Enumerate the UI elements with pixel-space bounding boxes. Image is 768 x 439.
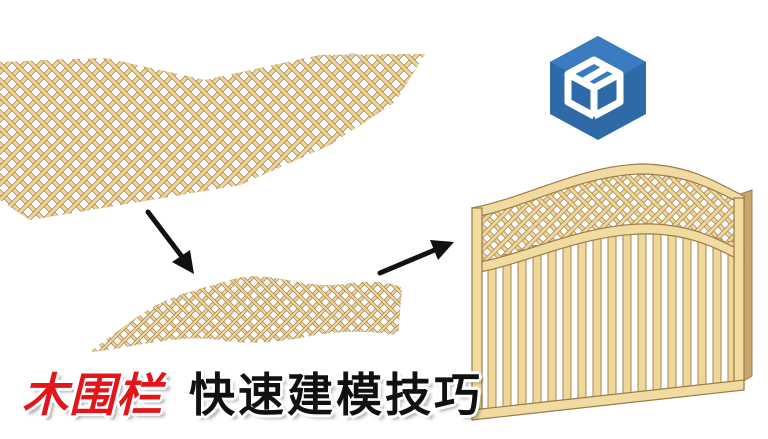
- caption-highlight: 木围栏: [22, 368, 163, 422]
- sketchup-logo-icon: [550, 36, 646, 140]
- caption-title: 快速建模技巧: [189, 368, 483, 422]
- caption: 木围栏 快速建模技巧: [22, 360, 483, 424]
- diagonal-lattice: [0, 54, 425, 220]
- arrow-down-right-icon: [145, 209, 194, 274]
- cursor-mark: [339, 53, 363, 65]
- arrow-up-right-icon: [377, 240, 454, 276]
